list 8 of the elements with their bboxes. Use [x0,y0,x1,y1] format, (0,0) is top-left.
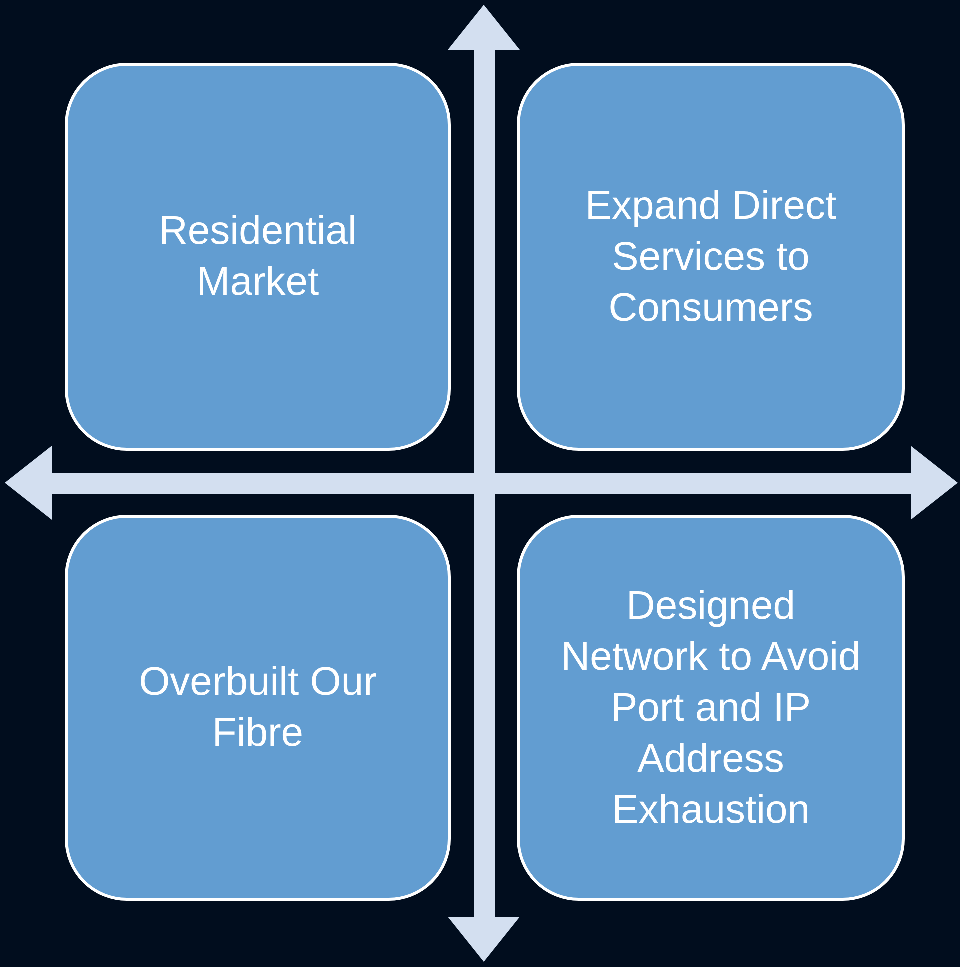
quadrant-box [65,63,451,451]
box-label: Residential Market [158,208,358,306]
box-label: Overbuilt Our Fibre [138,659,378,757]
quadrant-box [517,515,905,901]
box-label: Expand Direct Services to Consumers [584,182,838,332]
box-label: Designed Network to Avoid Port and IP Address Exhaustion [560,582,862,834]
quadrant-box [517,63,905,451]
quadrant-box [65,515,451,901]
